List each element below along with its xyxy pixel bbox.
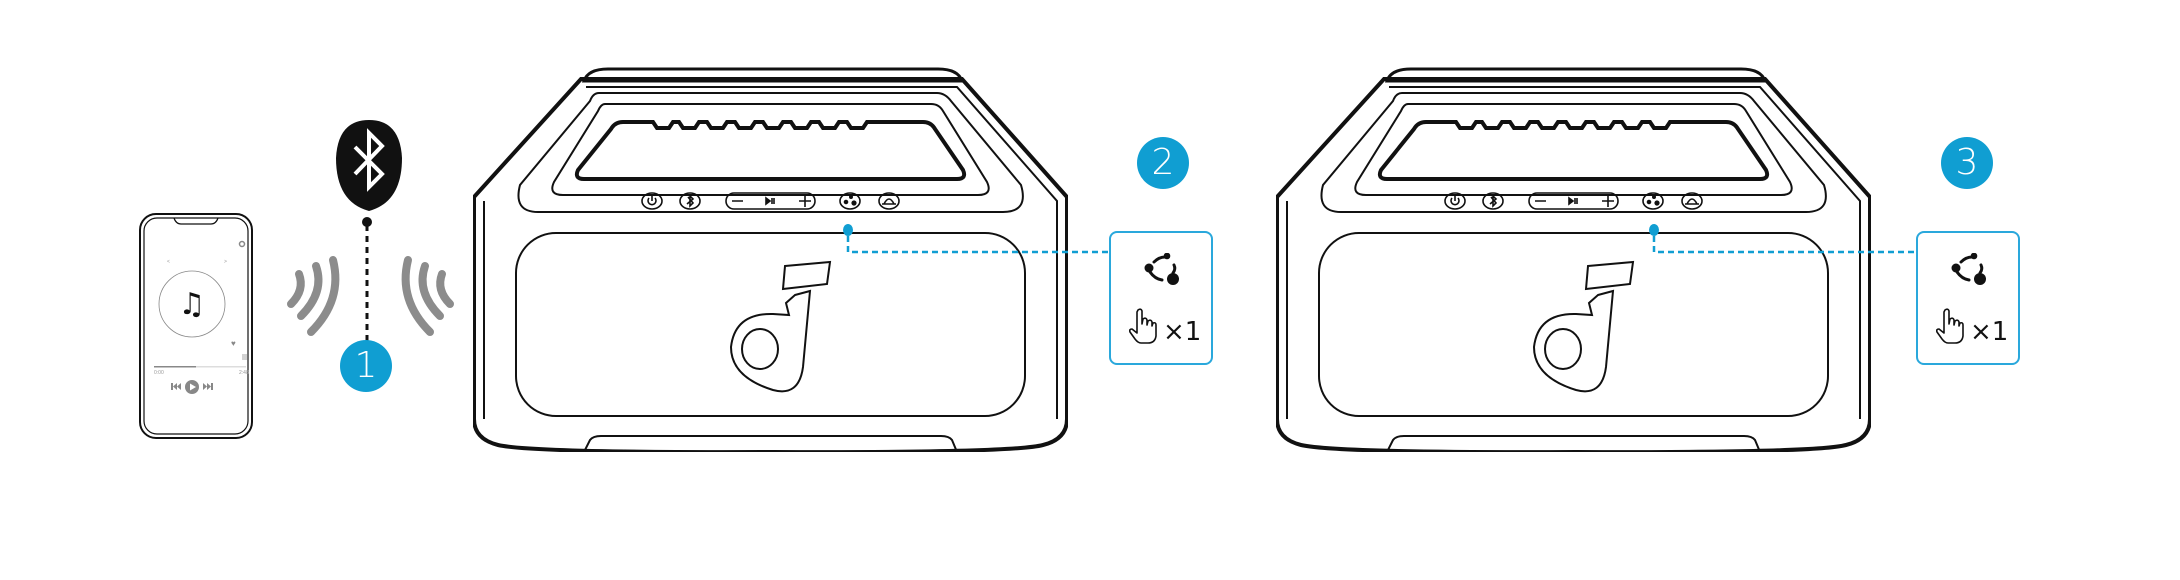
bluetooth-icon (336, 120, 402, 227)
playlist-icon[interactable] (242, 354, 247, 360)
hand-press-icon (1936, 308, 1966, 344)
hand-press-icon (1129, 308, 1159, 344)
svg-text:<: < (167, 259, 170, 265)
smartphone: < > ♫ ♥ 0:00 2:48 (139, 213, 253, 439)
time-elapsed: 0:00 (154, 370, 164, 376)
press-count: ×1 (1970, 317, 2009, 347)
music-note-icon: ♫ (179, 287, 206, 322)
callout-line-1 (843, 224, 1110, 254)
progress-bar[interactable] (154, 366, 196, 368)
callout-line-2 (1649, 224, 1916, 254)
time-total: 2:48 (239, 370, 249, 376)
next-icon[interactable] (203, 383, 213, 390)
callout-box-1: ×1 (1109, 231, 1213, 365)
party-link-icon (1143, 253, 1183, 287)
settings-icon[interactable] (238, 240, 246, 248)
callout-box-2: ×1 (1916, 231, 2020, 365)
step-badge-3: 3 (1941, 137, 1993, 189)
step-badge-1: 1 (340, 340, 392, 392)
party-link-icon (1950, 253, 1990, 287)
previous-icon[interactable] (171, 383, 181, 390)
signal-waves-right-icon (401, 256, 454, 336)
heart-icon[interactable]: ♥ (231, 339, 236, 348)
step-badge-2: 2 (1137, 137, 1189, 189)
svg-text:>: > (224, 259, 227, 265)
signal-waves-left-icon (287, 256, 340, 336)
press-count: ×1 (1163, 317, 1202, 347)
connection-dashed-line (365, 225, 369, 343)
